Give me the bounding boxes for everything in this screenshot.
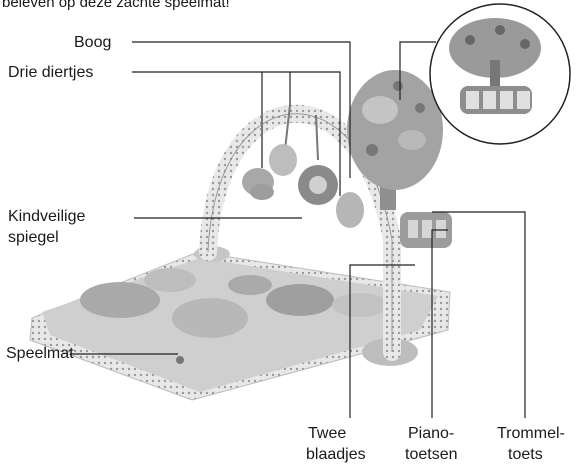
- label-spiegel-1: Kindveilige: [8, 207, 85, 226]
- label-trommel-1: Trommel-: [497, 424, 565, 443]
- label-boog: Boog: [74, 33, 111, 52]
- inset-circle: [430, 4, 570, 144]
- label-twee-2: blaadjes: [306, 445, 366, 464]
- label-trommel-2: toets: [508, 445, 543, 464]
- label-drie-diertjes: Drie diertjes: [8, 63, 93, 82]
- label-spiegel-2: spiegel: [8, 228, 59, 247]
- leaves: [336, 192, 364, 228]
- label-twee-1: Twee: [308, 424, 346, 443]
- label-piano-2: toetsen: [405, 445, 457, 464]
- label-speelmat: Speelmat: [6, 344, 74, 363]
- label-piano-1: Piano-: [408, 424, 454, 443]
